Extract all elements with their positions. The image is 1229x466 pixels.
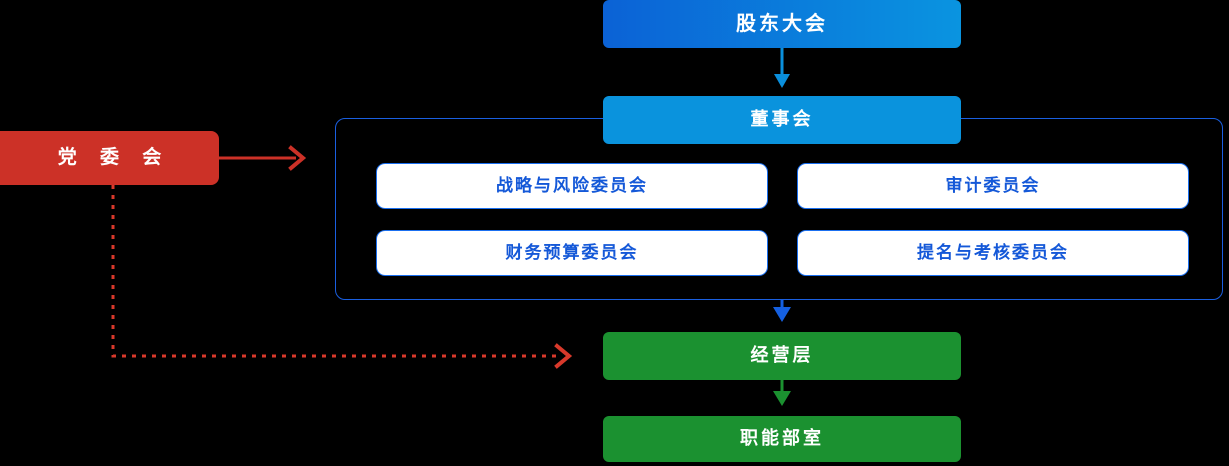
node-committee-nomination-evaluation[interactable]: 提名与考核委员会 [797,230,1189,276]
connector-shareholders-to-board-icon [774,48,790,88]
node-committee-nomination-evaluation-label: 提名与考核委员会 [917,242,1069,262]
node-management-layer-label: 经营层 [750,345,814,366]
node-management-layer[interactable]: 经营层 [603,332,961,380]
node-committee-strategy-risk-label: 战略与风险委员会 [496,175,648,195]
node-committee-financial-budget[interactable]: 财务预算委员会 [376,230,768,276]
node-functional-departments[interactable]: 职能部室 [603,416,961,462]
connector-party-to-board-icon [219,145,307,171]
node-committee-audit[interactable]: 审计委员会 [797,163,1189,209]
node-board-of-directors[interactable]: 董事会 [603,96,961,144]
node-shareholders-meeting-label: 股东大会 [736,13,828,35]
node-committee-financial-budget-label: 财务预算委员会 [505,242,639,262]
connector-committees-to-management-icon [773,300,791,322]
node-committee-audit-label: 审计委员会 [945,175,1041,195]
node-party-committee[interactable]: 党 委 会 [0,131,219,185]
node-board-of-directors-label: 董事会 [750,109,814,130]
node-committee-strategy-risk[interactable]: 战略与风险委员会 [376,163,768,209]
node-functional-departments-label: 职能部室 [740,428,824,449]
connector-management-to-departments-icon [773,380,791,406]
node-shareholders-meeting[interactable]: 股东大会 [603,0,961,48]
node-party-committee-label: 党 委 会 [57,146,171,168]
